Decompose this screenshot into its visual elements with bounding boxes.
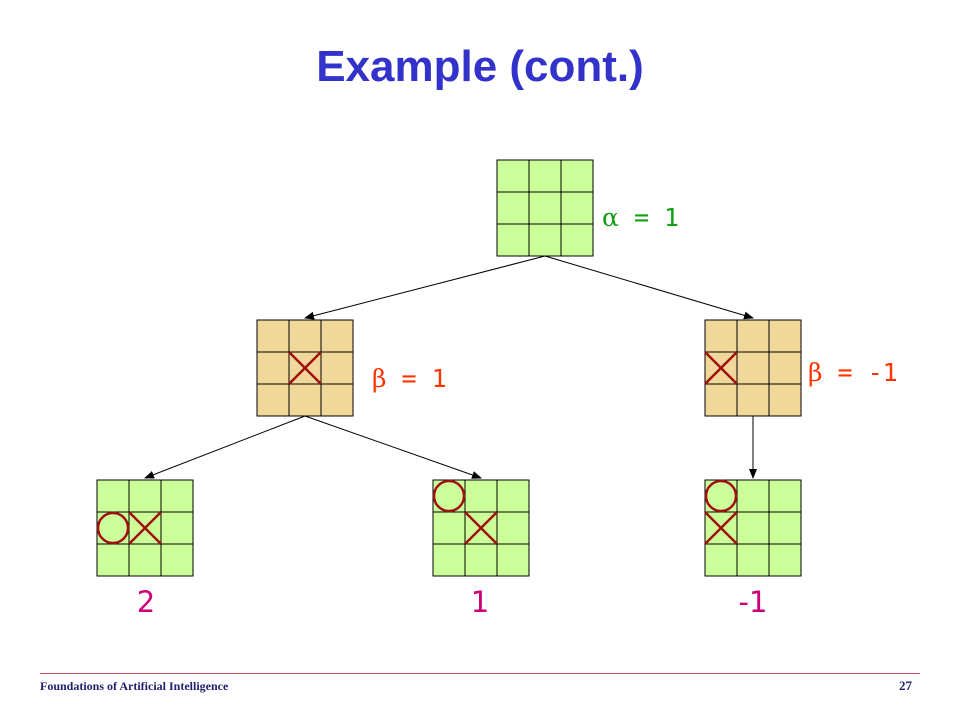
- tree-edge-root-right: [544, 255, 754, 320]
- beta-value: = -1: [822, 358, 898, 387]
- right-beta-label: β = -1: [808, 358, 898, 387]
- o-mark: [432, 479, 466, 513]
- root-alpha-label: α = 1: [602, 203, 679, 232]
- tree-edge-left-leaf2: [304, 415, 482, 479]
- beta-value: = 1: [386, 364, 447, 393]
- tree-edges: [144, 255, 757, 479]
- alpha-value: = 1: [618, 203, 680, 232]
- slide-title: Example (cont.): [316, 42, 644, 91]
- alpha-symbol: α: [602, 203, 619, 232]
- tree-edge-left-leaf1: [144, 415, 306, 479]
- footer-rule: [40, 673, 920, 674]
- leaf3-board: [704, 479, 802, 577]
- leaf2-value: 1: [470, 585, 490, 619]
- right-board: [704, 319, 802, 417]
- tree-boards: [96, 159, 802, 577]
- footer-course-title: Foundations of Artificial Intelligence: [40, 679, 229, 693]
- o-mark: [96, 511, 130, 545]
- root-board: [496, 159, 594, 257]
- x-mark: [704, 511, 738, 545]
- left-beta-label: β = 1: [372, 364, 447, 393]
- x-mark: [288, 351, 322, 385]
- x-mark: [128, 511, 162, 545]
- page-number: 27: [899, 678, 912, 693]
- leaf3-value: -1: [738, 585, 768, 619]
- board-background: [496, 159, 594, 257]
- beta-symbol: β: [372, 364, 387, 393]
- leaf1-board: [96, 479, 194, 577]
- tree-edge-root-left: [304, 255, 546, 320]
- x-mark: [464, 511, 498, 545]
- x-mark: [704, 351, 738, 385]
- o-mark: [704, 479, 738, 513]
- leaf1-value: 2: [136, 585, 156, 619]
- beta-symbol: β: [808, 358, 823, 387]
- left-board: [256, 319, 354, 417]
- leaf2-board: [432, 479, 530, 577]
